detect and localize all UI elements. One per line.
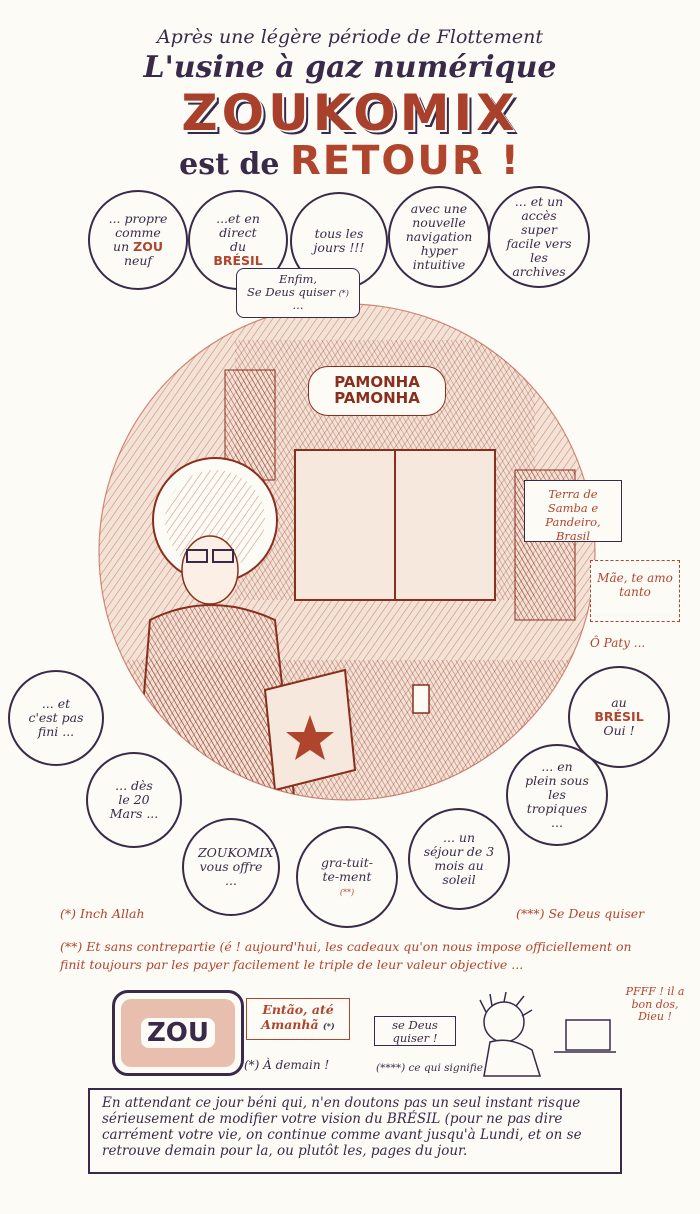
bubble-highlight: BRÉSIL [213,253,263,268]
bubble-sejour-3-mois: ... un séjour de 3 mois au soleil [408,808,510,910]
bubble-text: ...et en [216,211,260,226]
bubble-au-bresil-oui: au BRÉSIL Oui ! [568,666,670,768]
pamonha-sign: PAMONHA PAMONHA [308,366,446,416]
footnote-mark: (*) [322,1021,335,1031]
bubble-nouvelle-navigation: avec une nouvelle navigation hyper intui… [388,186,490,288]
retour-line: est de RETOUR ! [0,138,700,184]
bubble-text: gra-tuit-te-ment [321,855,373,884]
bubble-plein-sous-les-tropiques: ... en plein sous les tropiques ... [506,744,608,846]
bubble-text: direct [219,225,257,240]
footnote-contrepartie: (**) Et sans contrepartie (é ! aujourd'h… [60,939,632,972]
balloon-text: ... [292,298,304,313]
bubble-text: au [611,695,627,710]
balloon-text: Enfim, [278,272,318,286]
bubble-text: un [113,239,130,254]
header-subtitle: Après une légère période de Flottement [156,26,544,48]
footnote-mark: (*) [338,289,349,299]
pfff-comment: PFFF ! il a bon dos, Dieu ! [625,985,685,1024]
bubble-text: avec une nouvelle navigation hyper intui… [405,201,473,272]
header-title: L'usine à gaz numérique [143,50,557,85]
entao-text: Então, até Amanhã [261,1002,334,1032]
bubble-text: ... un séjour de 3 mois au soleil [423,830,495,887]
se-deus-speech-box: se Deus quiser ! [374,1016,456,1046]
enfim-speech-balloon: Enfim, Se Deus quiser (*) ... [236,268,360,318]
est-de-text: est de [179,147,280,182]
footnote-inch-allah: (*) Inch Allah [60,906,145,921]
bubble-highlight: BRÉSIL [594,709,644,724]
bubble-text: ... et c'est pas fini ... [28,696,84,739]
closing-text-box: En attendant ce jour béni qui, n'en dout… [88,1088,622,1174]
bubble-cest-pas-fini: ... et c'est pas fini ... [8,670,104,766]
tv-zou-logo: ZOU [140,1018,216,1048]
bubble-text: tous les jours !!! [313,226,365,255]
tv-screen: ZOU [112,990,244,1076]
bubble-text: neuf [123,253,153,268]
bubble-text: ... propre [108,211,168,226]
balloon-text: Se Deus quiser [247,285,336,300]
bubble-zoukomix-vous-offre: ZOUKOMIX vous offre ... [182,818,280,916]
bubble-text: Oui ! [603,723,635,738]
bubble-acces-archives: ... et un accès super facile vers les ar… [488,186,590,288]
bubble-des-le-20-mars: ... dès le 20 Mars ... [86,752,182,848]
mae-te-amo-sign: Mãe, te amo tanto [590,560,680,622]
terra-de-samba-sign: Terra de Samba e Pandeiro, Brasil [524,480,622,543]
entao-speech-box: Então, até Amanhã (*) [246,998,350,1040]
footnote-mark: (**) [339,888,355,897]
bubble-text: ... en plein sous les tropiques ... [525,759,589,830]
bubble-propre-comme-un-zou-neuf: ... propre comme un ZOU neuf [88,190,188,290]
bubble-text: comme [115,225,161,240]
bubble-text: ZOUKOMIX vous offre ... [198,845,274,888]
bubble-text: ... dès le 20 Mars ... [109,778,159,821]
zoukomix-logo: ZOUKOMIX [181,84,519,142]
footnote-se-deus-quiser: (***) Se Deus quiser [516,906,645,921]
bubble-highlight: ZOU [133,239,163,254]
bubble-gratuitement: gra-tuit-te-ment (**) [296,826,398,928]
bubble-text: du [229,239,247,254]
a-demain-note: (*) À demain ! [244,1058,330,1072]
o-paty-text: Ô Paty ... [590,636,646,650]
bubble-text: ... et un accès super facile vers les ar… [506,194,572,279]
character-at-laptop-drawing [479,991,616,1077]
ce-qui-signifie-note: (****) ce qui signifie ?... [376,1062,502,1074]
retour-text: RETOUR ! [289,138,521,184]
closing-text: En attendant ce jour béni qui, n'en dout… [102,1095,582,1159]
